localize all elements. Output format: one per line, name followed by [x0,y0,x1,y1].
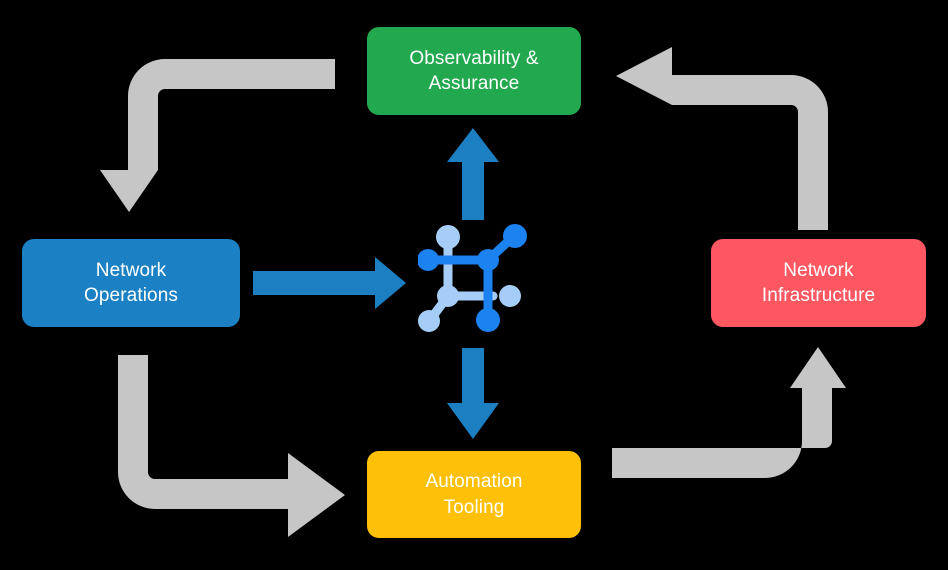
node-label-observability: Observability & Assurance [409,47,539,94]
node-box-network-operations[interactable]: Network Operations [22,239,240,327]
accent-arrow-center-to-automation [447,348,499,439]
node-box-network-infrastructure[interactable]: Network Infrastructure [711,239,926,327]
network-topology-icon [418,224,527,332]
cycle-arrow-observability-to-operations [100,59,335,212]
node-label-network-operations: Network Operations [84,259,178,306]
cycle-arrow-automation-to-infrastructure [612,347,846,478]
topology-nodes-primary [418,224,527,332]
accent-arrow-ops-to-center [253,257,406,309]
topology-nodes-secondary [418,225,521,332]
node-label-automation-tooling: Automation Tooling [425,471,523,518]
node-box-automation-tooling[interactable]: Automation Tooling [367,451,581,538]
node-label-network-infrastructure: Network Infrastructure [761,259,876,306]
accent-arrow-center-to-observability [447,128,499,220]
node-box-observability[interactable]: Observability & Assurance [367,27,581,115]
cycle-arrow-operations-to-automation [118,355,345,537]
cycle-arrow-infrastructure-to-observability [616,47,828,230]
